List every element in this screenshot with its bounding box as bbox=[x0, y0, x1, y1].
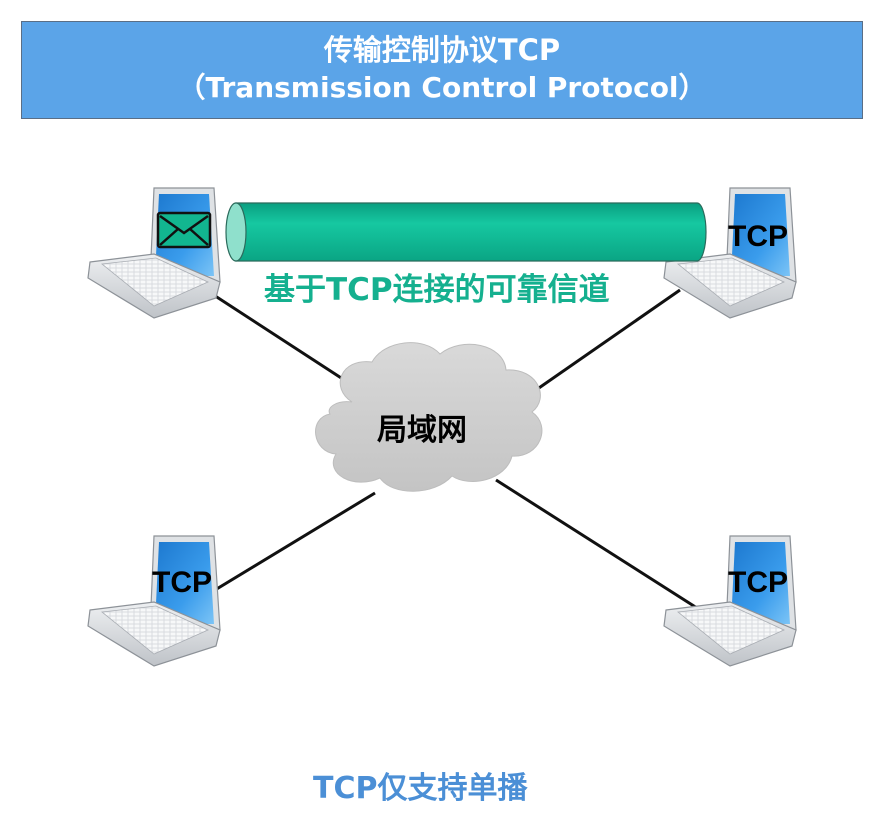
laptop-bottom-left: TCP bbox=[87, 535, 221, 667]
tcp-label-top-right: TCP bbox=[728, 220, 788, 253]
lan-cloud bbox=[315, 342, 543, 492]
tcp-channel-tube bbox=[225, 202, 707, 262]
unicast-caption: TCP仅支持单播 bbox=[313, 771, 528, 806]
title-line-1: 传输控制协议TCP bbox=[323, 33, 561, 67]
link-top-left bbox=[205, 288, 353, 387]
tcp-label-bottom-left: TCP bbox=[152, 566, 212, 599]
laptop-bottom-right: TCP bbox=[663, 535, 797, 667]
title-line-2: （Transmission Control Protocol） bbox=[177, 71, 707, 104]
link-bottom-right bbox=[495, 478, 698, 610]
link-bottom-left bbox=[214, 491, 376, 592]
link-top-right bbox=[535, 288, 681, 392]
title-banner: 传输控制协议TCP （Transmission Control Protocol… bbox=[21, 21, 863, 119]
channel-caption: 基于TCP连接的可靠信道 bbox=[264, 272, 610, 308]
lan-label: 局域网 bbox=[377, 413, 467, 448]
tcp-label-bottom-right: TCP bbox=[728, 566, 788, 599]
laptop-top-right: TCP bbox=[663, 187, 797, 319]
envelope-icon bbox=[156, 211, 212, 249]
laptop-top-left bbox=[87, 187, 221, 319]
